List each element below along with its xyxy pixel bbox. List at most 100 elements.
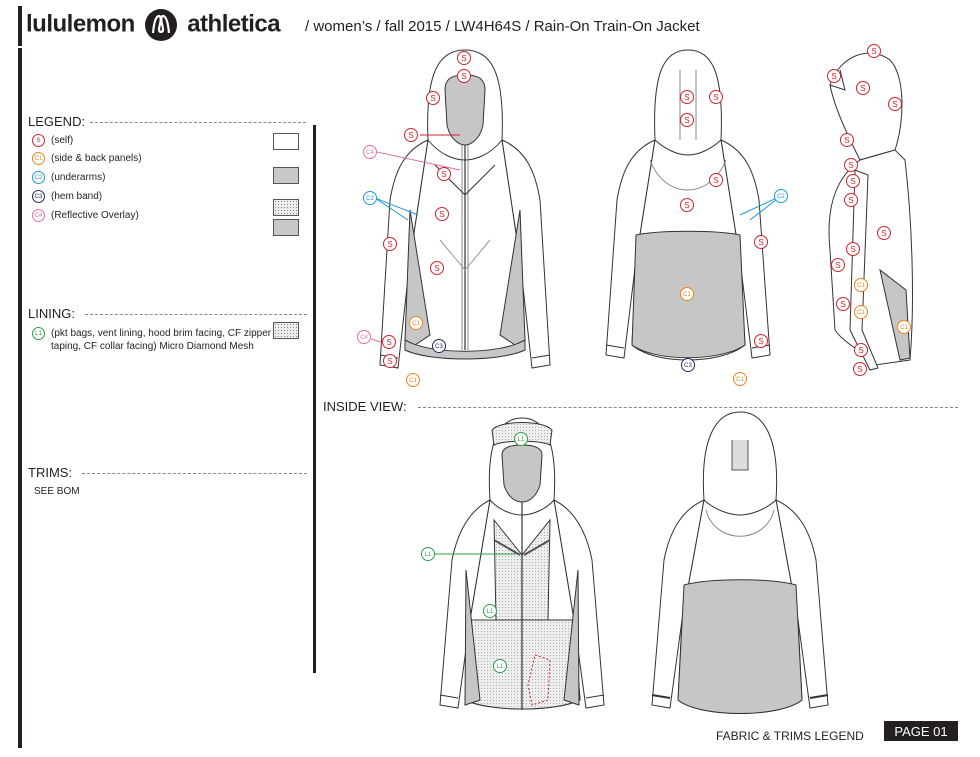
callout-s-icon: S: [680, 90, 694, 104]
callout-l1-icon: L1: [493, 659, 507, 673]
svg-text:C1: C1: [857, 310, 865, 316]
callout-s-icon: S: [383, 237, 397, 251]
svg-text:S: S: [713, 176, 718, 185]
svg-text:S: S: [840, 300, 845, 309]
callout-c2-icon: C2: [32, 171, 45, 184]
callout-s-icon: S: [831, 258, 845, 272]
svg-text:L1: L1: [497, 664, 504, 670]
callout-s-icon: S: [709, 90, 723, 104]
svg-text:C4: C4: [360, 335, 368, 341]
inside-front-sketch: [439, 417, 605, 710]
legend-label: (underarms): [51, 172, 106, 183]
svg-text:C1: C1: [736, 377, 744, 383]
legend-label: (hem band): [51, 191, 103, 202]
lining-divider: [85, 314, 307, 315]
svg-text:S: S: [858, 346, 863, 355]
svg-text:C2: C2: [366, 196, 374, 202]
swatch-c1: [273, 167, 299, 184]
lining-item: L1 (pkt bags, vent lining, hood brim fac…: [32, 327, 272, 353]
svg-text:C1: C1: [409, 378, 417, 384]
callout-s-icon: S: [844, 158, 858, 172]
callout-s-icon: S: [709, 173, 723, 187]
svg-text:C1: C1: [900, 325, 908, 331]
callout-s-icon: S: [437, 167, 451, 181]
callout-l1-icon: L1: [483, 604, 497, 618]
callout-l1-icon: L1: [421, 547, 435, 561]
callout-s-icon: S: [32, 134, 45, 147]
callout-s-icon: S: [680, 113, 694, 127]
swatch-reflective-gray: [273, 219, 299, 236]
swatch-self: [273, 133, 299, 150]
callout-c2-icon: C2: [363, 191, 377, 205]
callout-s-icon: S: [853, 362, 867, 376]
svg-text:S: S: [881, 229, 886, 238]
svg-text:C2: C2: [777, 194, 785, 200]
breadcrumb: / women’s / fall 2015 / LW4H64S / Rain-O…: [305, 18, 700, 35]
svg-text:S: S: [850, 177, 855, 186]
callout-s-icon: S: [430, 261, 444, 275]
svg-text:L1: L1: [518, 437, 525, 443]
legend-label: (Reflective Overlay): [51, 210, 139, 221]
callout-s-icon: S: [754, 334, 768, 348]
svg-text:S: S: [857, 365, 862, 374]
swatch-reflective-dot: [273, 199, 299, 216]
svg-text:S: S: [408, 131, 413, 140]
svg-text:L1: L1: [487, 609, 494, 615]
svg-text:C1: C1: [412, 321, 420, 327]
callout-s-icon: S: [382, 335, 396, 349]
callout-s-icon: S: [457, 51, 471, 65]
brand-right: athletica: [187, 10, 281, 38]
svg-text:S: S: [844, 136, 849, 145]
callout-c4-icon: C4: [363, 145, 377, 159]
svg-text:S: S: [835, 261, 840, 270]
callout-s-icon: S: [836, 297, 850, 311]
svg-text:S: S: [758, 337, 763, 346]
svg-text:S: S: [850, 245, 855, 254]
lululemon-logo-icon: [145, 9, 178, 41]
callout-s-icon: S: [383, 354, 397, 368]
legend-item-self: S (self): [32, 134, 73, 147]
callout-c1-icon: C1: [733, 372, 747, 386]
svg-text:S: S: [848, 196, 853, 205]
callout-s-icon: S: [754, 235, 768, 249]
svg-text:C4: C4: [366, 150, 374, 156]
callout-s-icon: S: [680, 198, 694, 212]
callout-s-icon: S: [877, 226, 891, 240]
svg-text:C3: C3: [435, 344, 443, 350]
svg-text:S: S: [461, 72, 466, 81]
callout-c2-icon: C2: [774, 189, 788, 203]
trims-title: TRIMS:: [28, 465, 73, 480]
left-rule: [18, 48, 22, 748]
callout-s-icon: S: [840, 133, 854, 147]
inside-view-divider: [418, 407, 958, 408]
svg-text:C1: C1: [857, 283, 865, 289]
legend-item-c3: C3 (hem band): [32, 190, 102, 203]
lining-description: (pkt bags, vent lining, hood brim facing…: [51, 328, 272, 352]
callout-c1-icon: C1: [680, 287, 694, 301]
svg-text:S: S: [430, 94, 435, 103]
legend-divider: [90, 122, 306, 123]
swatch-mesh: [273, 322, 299, 339]
callout-c3-icon: C3: [681, 358, 695, 372]
callout-c1-icon: C1: [409, 316, 423, 330]
svg-text:S: S: [713, 93, 718, 102]
trims-note: SEE BOM: [34, 486, 80, 497]
svg-text:S: S: [684, 93, 689, 102]
svg-text:S: S: [684, 201, 689, 210]
header-bar: [18, 6, 22, 46]
svg-text:S: S: [387, 357, 392, 366]
callout-s-icon: S: [404, 128, 418, 142]
svg-text:S: S: [892, 100, 897, 109]
lining-title: LINING:: [28, 306, 75, 321]
trims-divider: [82, 473, 307, 474]
svg-text:S: S: [831, 72, 836, 81]
callout-s-icon: S: [827, 69, 841, 83]
front-view-sketch: [379, 49, 551, 369]
callout-c4-icon: C4: [32, 209, 45, 222]
callout-c1-icon: C1: [897, 320, 911, 334]
callout-c1-icon: C1: [854, 305, 868, 319]
callout-c1-icon: C1: [854, 278, 868, 292]
callout-s-icon: S: [846, 242, 860, 256]
inside-back-sketch: [651, 411, 829, 714]
